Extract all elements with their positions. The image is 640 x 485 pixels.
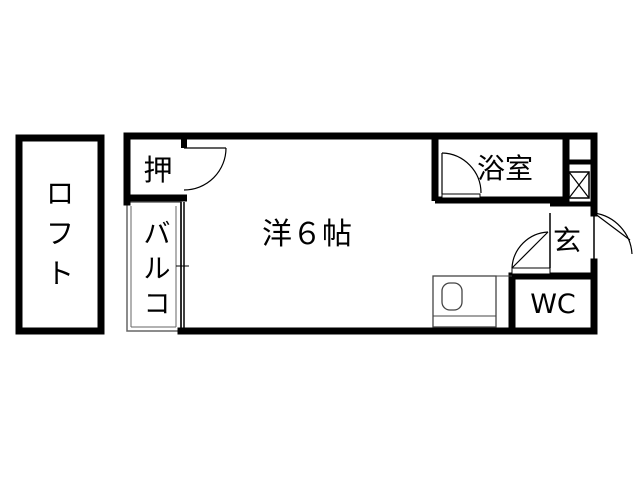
entrance: 玄 bbox=[549, 201, 633, 268]
toilet-door-opening bbox=[511, 267, 551, 275]
toilet-door-leaf bbox=[511, 231, 549, 269]
front-door-leaf bbox=[593, 212, 631, 241]
toilet: WC bbox=[508, 231, 598, 335]
main-room-label: 洋６帖 bbox=[262, 217, 352, 252]
closet-door-arc bbox=[183, 147, 227, 191]
bath-door-opening bbox=[441, 193, 481, 199]
toilet-walls bbox=[508, 272, 598, 335]
front-door-arc bbox=[593, 212, 633, 255]
kitchen-sink bbox=[441, 282, 463, 311]
toilet-label: WC bbox=[530, 289, 576, 320]
bathroom: 浴室 bbox=[431, 136, 570, 204]
utility-boxes bbox=[566, 159, 594, 199]
meter-box-cross-2 bbox=[568, 171, 590, 199]
balcony: バ ル コ bbox=[126, 201, 182, 332]
toilet-door-arc bbox=[511, 231, 549, 269]
kitchen bbox=[432, 275, 512, 328]
loft-label-3: ト bbox=[46, 257, 74, 290]
bath-door-arc bbox=[441, 152, 482, 194]
meter-box bbox=[568, 171, 590, 199]
loft-outline bbox=[15, 134, 105, 335]
loft-label-1: ロ bbox=[46, 177, 74, 210]
closet: 押 bbox=[127, 136, 227, 202]
balcony-label-1: バ bbox=[144, 219, 171, 250]
bath-label: 浴室 bbox=[477, 152, 533, 185]
loft: ロ フ ト bbox=[15, 134, 105, 335]
entrance-label: 玄 bbox=[553, 224, 581, 257]
closet-label: 押 bbox=[143, 153, 172, 187]
balcony-label-2: ル bbox=[144, 254, 171, 285]
kitchen-counter bbox=[432, 275, 497, 328]
balcony-label-3: コ bbox=[144, 289, 171, 320]
balcony-window bbox=[176, 202, 189, 331]
loft-label-2: フ bbox=[46, 217, 74, 250]
